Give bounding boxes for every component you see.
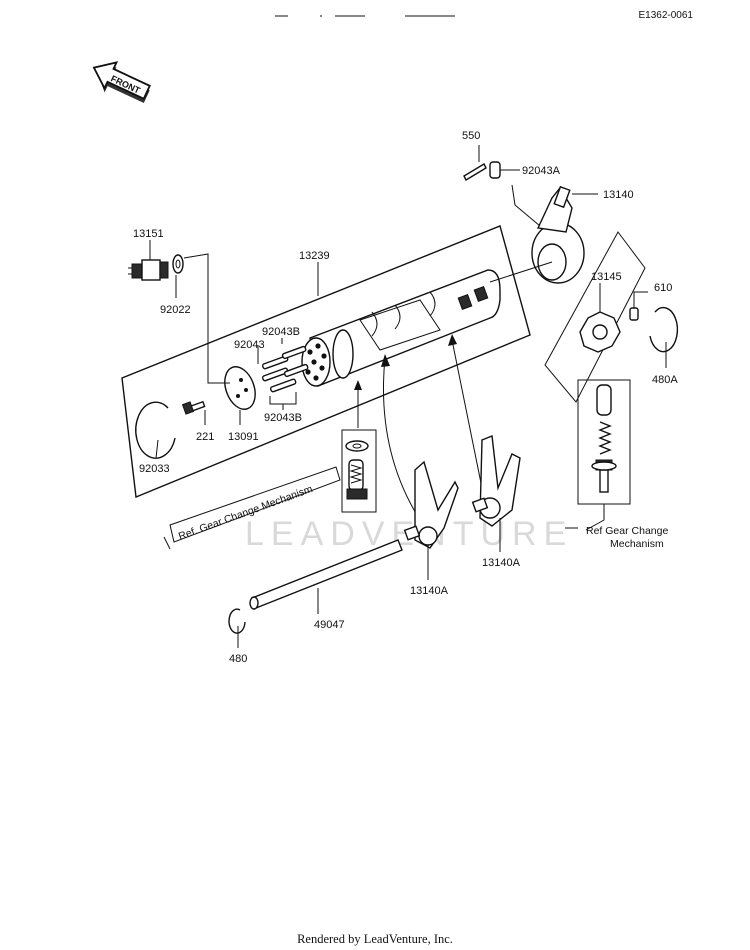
stopper-assembly [341, 429, 377, 513]
label-92022: 92022 [160, 304, 191, 316]
label-13091: 13091 [228, 431, 259, 443]
shaft-49047 [249, 539, 403, 614]
circlip-480 [228, 608, 246, 634]
label-92043B-bottom: 92043B [264, 412, 302, 424]
label-13145: 13145 [591, 271, 622, 283]
fork-path-left [383, 357, 421, 521]
ref-frame-left [169, 466, 341, 543]
bolt-221 [181, 400, 206, 425]
label-550: 550 [462, 130, 480, 142]
circlip-92033 [135, 401, 176, 459]
label-92043B-top: 92043B [262, 326, 300, 338]
drum-plate [224, 366, 256, 425]
washer-92022 [172, 254, 184, 298]
circlip-480A [649, 306, 679, 353]
ref-label-right-line2: Mechanism [610, 538, 664, 550]
shift-drum [301, 269, 501, 387]
pin-610 [629, 291, 648, 321]
pins-group [257, 338, 309, 410]
label-92043A: 92043A [522, 165, 561, 177]
diagram-code: E1362-0061 [639, 10, 694, 21]
cotter-pin-550 [463, 145, 487, 181]
label-480: 480 [229, 653, 247, 665]
label-13140A-right: 13140A [482, 557, 521, 569]
label-13151: 13151 [133, 228, 164, 240]
ref-leader-right [585, 504, 605, 531]
star-cam-13145 [579, 283, 621, 353]
shift-fork-13140A-left [403, 460, 459, 580]
ref-label-right-line1: Ref Gear Change [586, 525, 668, 537]
front-arrow: FRONT [92, 61, 151, 104]
label-610: 610 [654, 282, 672, 294]
shift-fork-13140 [511, 184, 598, 284]
drum-leader-13140 [489, 261, 553, 283]
label-221: 221 [196, 431, 214, 443]
label-92033: 92033 [139, 463, 170, 475]
label-13140A-left: 13140A [410, 585, 449, 597]
pin-92043A [489, 161, 520, 179]
label-13239: 13239 [299, 250, 330, 262]
neutral-switch-13151 [128, 240, 169, 281]
right-assembly-frame [544, 231, 646, 403]
shift-drum-assembly-frame [121, 225, 531, 498]
label-49047: 49047 [314, 619, 345, 631]
leader-92022-13091 [183, 253, 230, 384]
label-92043: 92043 [234, 339, 265, 351]
label-480A: 480A [652, 374, 678, 386]
fork-path-right [451, 339, 483, 489]
label-13140: 13140 [603, 189, 634, 201]
footer-credit: Rendered by LeadVenture, Inc. [297, 932, 453, 946]
shift-fork-13140A-right [471, 435, 521, 552]
detent-assembly [591, 384, 617, 493]
